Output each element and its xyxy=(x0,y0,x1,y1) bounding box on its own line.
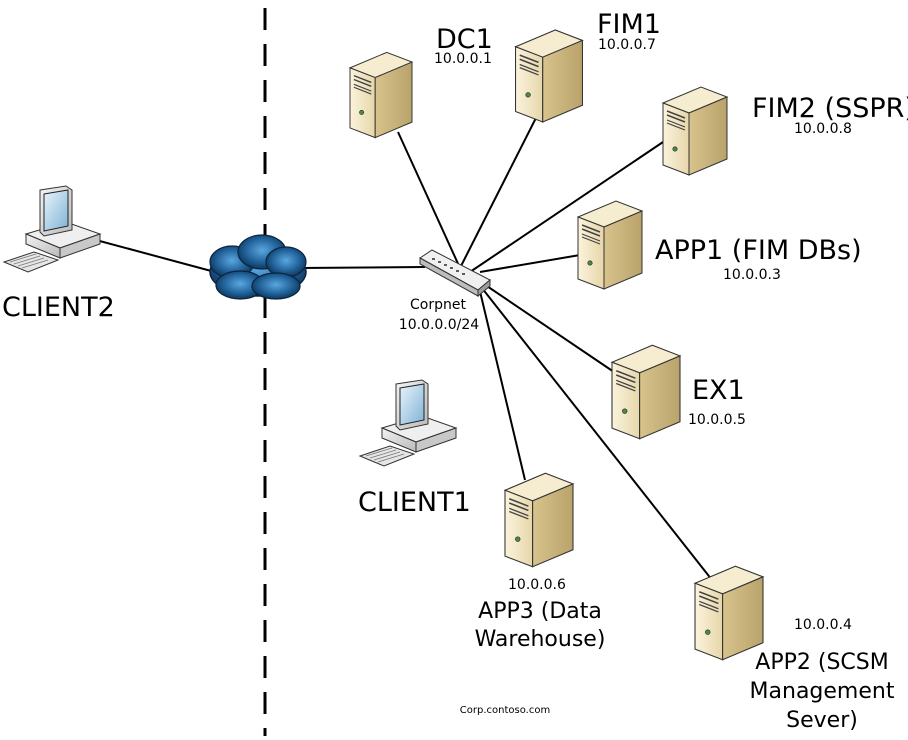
server-name-app1: APP1 (FIM DBs) xyxy=(655,235,862,266)
server-icon-fim1 xyxy=(514,29,584,123)
computer-icon-client2 xyxy=(3,185,101,273)
server-name-dc1: DC1 xyxy=(436,24,493,55)
server-ip-fim2: 10.0.0.8 xyxy=(794,121,852,137)
server-icon-fim2 xyxy=(662,86,728,176)
link-switch-app1 xyxy=(479,254,581,273)
server-icon-app1 xyxy=(577,200,643,290)
server-name-app3-line1: APP3 (Data xyxy=(478,599,602,624)
server-name-app2-line1: APP2 (SCSM xyxy=(755,650,889,675)
server-name-app2: APP2 (SCSM Management Sever) xyxy=(740,648,904,735)
server-icon-ex1 xyxy=(611,344,681,440)
link-client2-cloud xyxy=(95,239,216,273)
domain-label: Corp.contoso.com xyxy=(459,705,551,716)
server-icon-app2 xyxy=(694,565,764,661)
switch-name-label: Corpnet xyxy=(410,297,466,313)
server-ip-app3: 10.0.0.6 xyxy=(508,577,566,593)
link-switch-app2 xyxy=(477,282,713,581)
server-name-app3: APP3 (Data Warehouse) xyxy=(462,598,618,654)
connection-lines xyxy=(95,109,713,581)
link-switch-fim2 xyxy=(469,139,667,273)
client1-label: CLIENT1 xyxy=(358,487,471,518)
server-ip-app1: 10.0.0.3 xyxy=(723,267,781,283)
internet-cloud-icon xyxy=(209,234,307,300)
server-ip-ex1: 10.0.0.5 xyxy=(688,412,746,428)
link-cloud-switch xyxy=(299,266,426,269)
server-name-fim2: FIM2 (SSPR) xyxy=(752,93,908,124)
link-switch-dc1 xyxy=(397,131,461,269)
server-name-fim1: FIM1 xyxy=(597,9,661,40)
link-switch-ex1 xyxy=(477,279,615,373)
server-ip-dc1: 10.0.0.1 xyxy=(434,51,492,67)
server-name-app3-line2: Warehouse) xyxy=(474,627,606,652)
server-name-app2-line2: Management xyxy=(749,679,895,704)
server-icon-app3 xyxy=(504,472,574,568)
server-ip-app2: 10.0.0.4 xyxy=(794,617,852,633)
link-switch-fim1 xyxy=(459,109,541,269)
computer-icon-client1 xyxy=(359,379,457,467)
link-switch-app3 xyxy=(477,282,526,481)
subnet-label: 10.0.0.0/24 xyxy=(398,317,480,333)
server-name-ex1: EX1 xyxy=(692,375,745,406)
client2-label: CLIENT2 xyxy=(2,292,115,323)
server-ip-fim1: 10.0.0.7 xyxy=(598,37,656,53)
network-switch-icon xyxy=(419,249,491,298)
server-icon-dc1 xyxy=(349,51,413,139)
server-name-app2-line3: Sever) xyxy=(786,708,858,733)
